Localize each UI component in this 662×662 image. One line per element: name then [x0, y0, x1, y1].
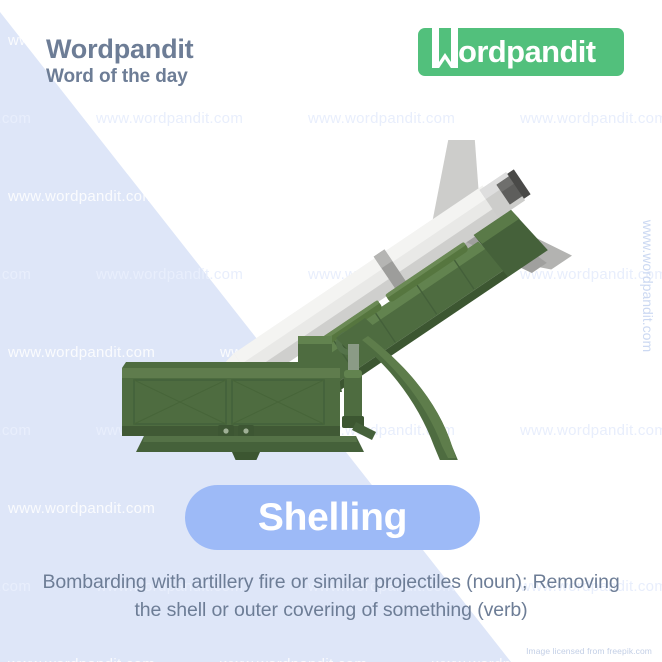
definition-line-2: the shell or outer covering of something…	[134, 599, 528, 622]
wordpandit-logo[interactable]: ordpandit	[418, 28, 624, 76]
page-subtitle: Word of the day	[46, 66, 188, 88]
definition-line-1: Bombarding with artillery fire or simila…	[42, 571, 620, 593]
word-of-the-day-pill: Shelling	[185, 485, 480, 550]
definition-text: Bombarding with artillery fire or simila…	[8, 568, 654, 625]
watermark-side: www.wordpandit.com	[639, 219, 656, 353]
bookmark-w-icon	[432, 28, 458, 76]
page-title: Wordpandit	[46, 34, 194, 64]
image-credit: Image licensed from freepik.com	[526, 646, 652, 656]
logo-text: ordpandit	[458, 34, 596, 69]
word-label: Shelling	[257, 496, 408, 539]
header: Wordpandit Word of the day	[46, 34, 194, 89]
missile-launcher-illustration	[60, 108, 600, 494]
